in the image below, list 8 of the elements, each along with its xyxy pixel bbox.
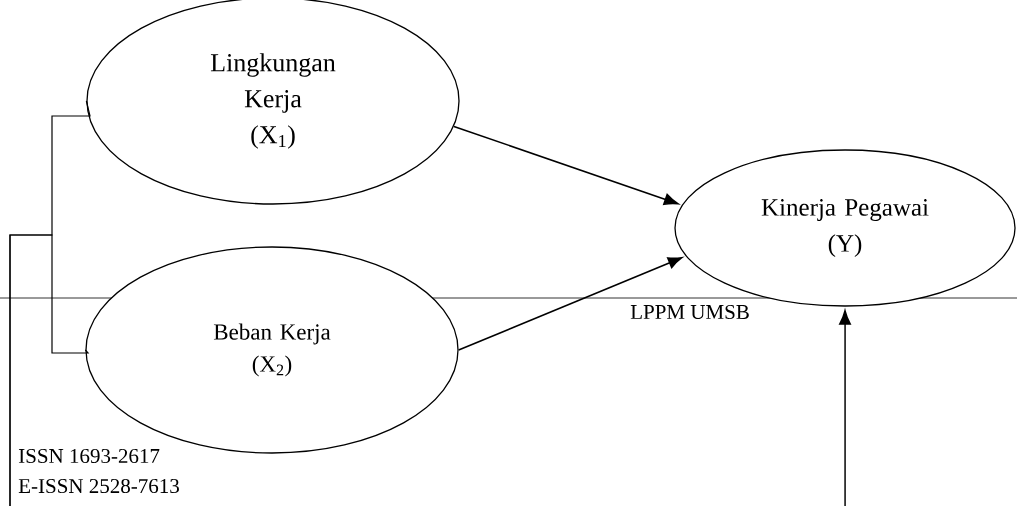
arrow	[457, 256, 683, 351]
bracket-line	[9, 234, 90, 506]
node-label: (Y)	[828, 234, 862, 257]
footer-text: E-ISSN 2528-7613	[18, 478, 179, 494]
footer-text: LPPM UMSB	[630, 304, 749, 320]
arrow	[839, 310, 851, 506]
arrow	[453, 125, 679, 206]
node-label: Kinerja Pegawai	[761, 199, 929, 222]
